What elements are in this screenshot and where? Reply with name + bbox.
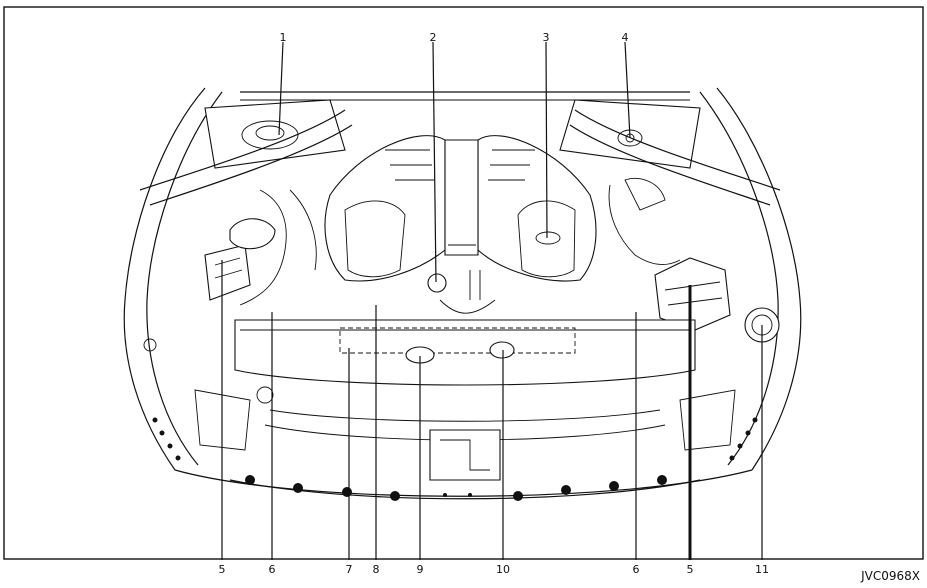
- callout-6-left: 6: [269, 563, 276, 576]
- engine-bay-illustration: [123, 87, 802, 501]
- callout-5-right: 5: [687, 563, 694, 576]
- callout-6-right: 6: [633, 563, 640, 576]
- callout-11: 11: [755, 563, 769, 576]
- callout-5-left: 5: [219, 563, 226, 576]
- callout-1: 1: [280, 31, 287, 44]
- callout-2: 2: [430, 31, 437, 44]
- callout-8: 8: [373, 563, 380, 576]
- callout-3: 3: [543, 31, 550, 44]
- bottom-bolts: [152, 417, 758, 501]
- bottom-callouts: 5 6 7 8 9 10 6 5 11: [219, 563, 770, 576]
- diagram-border: [3, 6, 924, 560]
- top-callouts: 1 2 3 4: [280, 31, 629, 44]
- leader-lines: [221, 41, 763, 560]
- callout-10: 10: [496, 563, 510, 576]
- callout-7: 7: [346, 563, 353, 576]
- callout-4: 4: [622, 31, 629, 44]
- figure-code: JVC0968X: [860, 569, 920, 583]
- callout-9: 9: [417, 563, 424, 576]
